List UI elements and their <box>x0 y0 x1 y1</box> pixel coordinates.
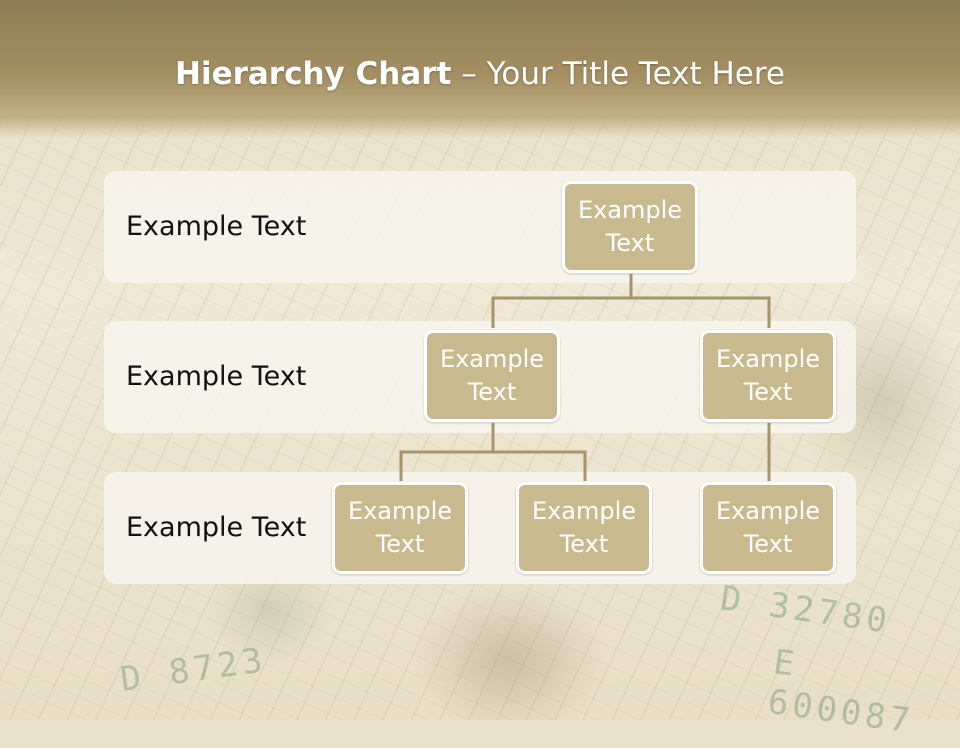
node-level3-b[interactable]: Example Text <box>516 482 652 574</box>
level-label-1[interactable]: Example Text <box>126 211 307 242</box>
node-level2-right[interactable]: Example Text <box>700 330 836 422</box>
connector-level2-left-to-level3 <box>399 423 587 481</box>
level-band-1: Example Text <box>104 171 856 283</box>
hierarchy-connectors <box>399 274 771 481</box>
node-level3-a[interactable]: Example Text <box>332 482 468 574</box>
level-label-3[interactable]: Example Text <box>126 512 307 543</box>
slide-title-rest: – Your Title Text Here <box>451 56 785 92</box>
node-level2-left[interactable]: Example Text <box>424 330 560 422</box>
node-level3-c[interactable]: Example Text <box>700 482 836 574</box>
connector-root-to-level2 <box>491 274 771 328</box>
slide-title[interactable]: Hierarchy Chart – Your Title Text Here <box>0 56 960 92</box>
slide-title-bold: Hierarchy Chart <box>175 56 452 92</box>
node-root[interactable]: Example Text <box>562 181 698 273</box>
level-label-2[interactable]: Example Text <box>126 361 307 392</box>
title-banner: Hierarchy Chart – Your Title Text Here <box>0 0 960 138</box>
